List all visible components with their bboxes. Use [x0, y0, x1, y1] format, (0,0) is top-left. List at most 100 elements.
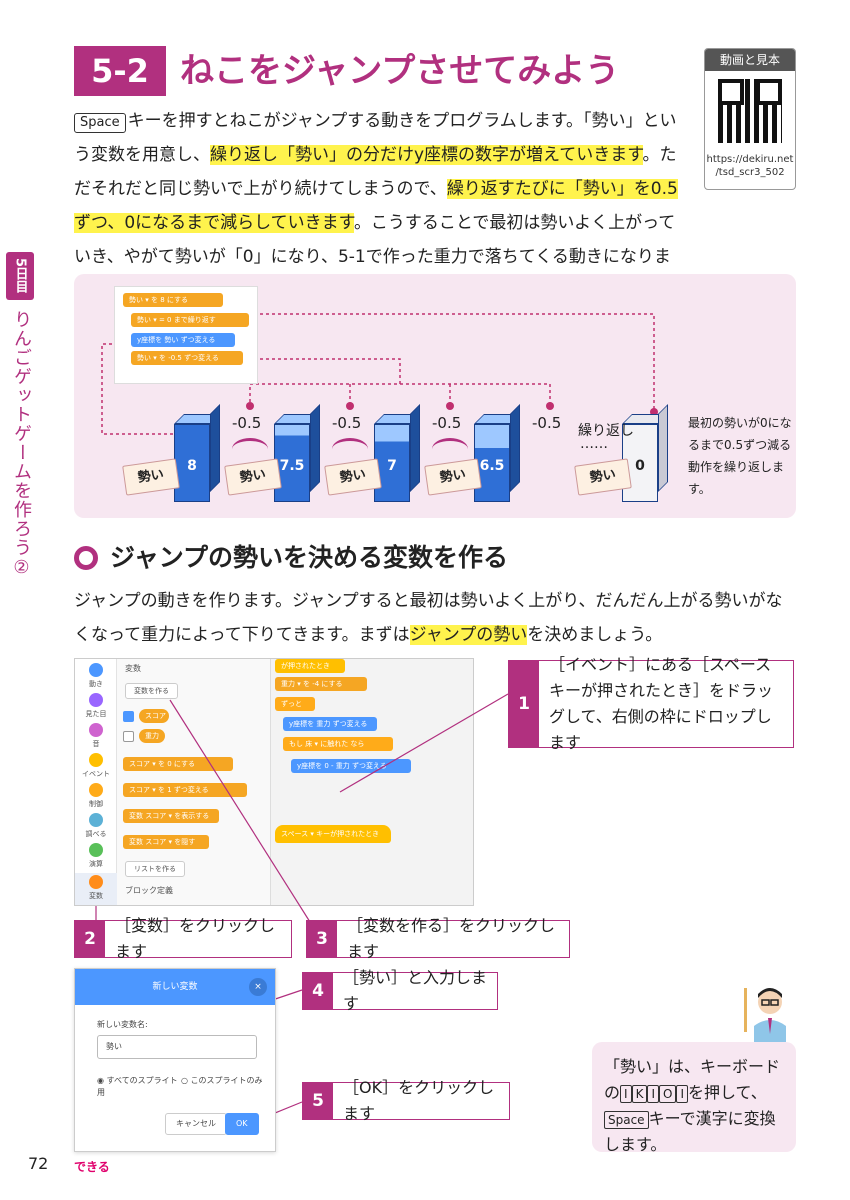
block-show-variable[interactable]: 変数 スコア ▾ を表示する: [123, 809, 219, 823]
tip-text-2: を押して、: [687, 1083, 767, 1102]
step-text: ［変数］をクリックします: [115, 916, 276, 961]
category-sound[interactable]: 音: [75, 723, 117, 749]
bar-7: 7: [374, 404, 420, 502]
category-control[interactable]: 制御: [75, 783, 117, 809]
block-palette: 変数 変数を作る スコア 重力 スコア ▾ を 0 にする スコア ▾ を 1 …: [117, 659, 271, 905]
space-key-icon: Space: [74, 113, 126, 133]
variable-name-label: 新しい変数名:: [97, 1020, 148, 1029]
var-gravity[interactable]: 重力: [139, 729, 165, 743]
dialog-title: 新しい変数: [152, 982, 198, 992]
step-number: 3: [307, 921, 337, 957]
intro-highlight-1: 繰り返し「勢い」の分だけy座標の数字が増えていきます: [210, 145, 643, 165]
code-block-ychange: y座標を 勢い ずつ変える: [131, 333, 235, 347]
script-if-touching[interactable]: もし 床 ▾ に触れた なら: [283, 737, 393, 751]
new-variable-dialog: 新しい変数 × 新しい変数名: 勢い ◉ すべてのスプライト用 ○ このスプライ…: [74, 968, 276, 1152]
code-block-set: 勢い ▾ を 8 にする: [123, 293, 223, 307]
bar-label: 0: [635, 458, 645, 474]
dialog-header: 新しい変数 ×: [75, 969, 275, 1005]
qr-box: 動画と見本 https://dekiru.net /tsd_scr3_502: [704, 48, 796, 190]
qr-url[interactable]: https://dekiru.net /tsd_scr3_502: [705, 153, 795, 179]
step-number: 1: [509, 661, 539, 747]
decrement-label: -0.5: [432, 414, 462, 432]
space-key-icon: Space: [604, 1111, 649, 1129]
subsection-text-1: ジャンプの動きを作ります。ジャンプすると最初は勢いよく上がり、だんだん上がる勢い…: [74, 591, 783, 645]
step-number: 4: [303, 973, 333, 1009]
script-flag-hat[interactable]: が押されたとき: [275, 659, 345, 673]
intro-text-3: 。こうすることで最初は勢いよく上がっていき、やがて勢いが「0」になり、5-1で作…: [74, 213, 676, 301]
diagram-note: 最初の勢いが0になるまで0.5ずつ減る動作を繰り返します。: [688, 416, 792, 496]
bar-label: 6.5: [479, 458, 505, 474]
close-icon[interactable]: ×: [249, 978, 267, 996]
category-operators[interactable]: 演算: [75, 843, 117, 869]
block-definition-heading: ブロック定義: [125, 886, 173, 895]
step-5: 5 ［OK］をクリックします: [302, 1078, 510, 1123]
qr-heading: 動画と見本: [705, 49, 795, 71]
gravity-checkbox[interactable]: [123, 731, 134, 742]
step-text: ［勢い］と入力します: [343, 968, 488, 1013]
brand-logo: できる: [74, 1160, 110, 1174]
radio-all-sprites[interactable]: ◉ すべてのスプライト用: [97, 1076, 178, 1097]
bar-label: 7.5: [279, 458, 305, 474]
palette-heading: 変数: [125, 664, 141, 673]
step-number: 2: [75, 921, 105, 957]
step-number: 5: [303, 1083, 333, 1119]
section-bullet-icon: [74, 546, 98, 570]
block-change-score[interactable]: スコア ▾ を 1 ずつ変える: [123, 783, 247, 797]
category-motion[interactable]: 動き: [75, 663, 117, 689]
arrow-arc-icon: [432, 438, 468, 460]
script-set-gravity[interactable]: 重力 ▾ を -4 にする: [275, 677, 367, 691]
tip-text-1: 「勢い」は、キーボードの: [604, 1057, 781, 1102]
var-score[interactable]: スコア: [139, 709, 169, 723]
make-variable-button[interactable]: 変数を作る: [125, 683, 178, 699]
decrement-label: -0.5: [532, 414, 562, 432]
step-text: ［OK］をクリックします: [343, 1078, 495, 1123]
arrow-arc-icon: [332, 438, 368, 460]
code-snippet: 勢い ▾ を 8 にする 勢い ▾ = 0 まで繰り返す y座標を 勢い ずつ変…: [114, 286, 258, 384]
subsection-text-2: を決めましょう。: [527, 625, 663, 645]
ok-button[interactable]: OK: [225, 1113, 259, 1135]
subsection-body: ジャンプの動きを作ります。ジャンプすると最初は勢いよく上がり、だんだん上がる勢い…: [74, 584, 796, 652]
make-list-button[interactable]: リストを作る: [125, 861, 185, 877]
intro-text-2: 。ただそれだと同じ勢いで上がり続けてしまうので、: [74, 145, 677, 199]
side-tab: 5日目 りんごゲットゲームを作ろう②: [6, 252, 40, 579]
step-3: 3 ［変数を作る］をクリックします: [306, 916, 570, 961]
block-hide-variable[interactable]: 変数 スコア ▾ を隠す: [123, 835, 209, 849]
key-o-icon: O: [658, 1085, 677, 1103]
script-y-change[interactable]: y座標を 重力 ずつ変える: [283, 717, 377, 731]
qr-code-icon: [718, 79, 782, 143]
category-sensing[interactable]: 調べる: [75, 813, 117, 839]
section-number-badge: 5-2: [74, 46, 166, 96]
qr-url-line2[interactable]: /tsd_scr3_502: [715, 167, 785, 178]
bar-8: 8: [174, 404, 220, 502]
radio-this-sprite[interactable]: ○ このスプライトのみ: [181, 1076, 263, 1085]
tip-text-3: キーで漢字に変換します。: [604, 1109, 776, 1154]
subsection-highlight: ジャンプの勢い: [409, 625, 528, 645]
section-title: ねこをジャンプさせてみよう: [180, 51, 620, 91]
category-looks[interactable]: 見た目: [75, 693, 117, 719]
category-variables[interactable]: 変数: [75, 873, 117, 905]
qr-url-line1[interactable]: https://dekiru.net: [706, 154, 794, 165]
step-2: 2 ［変数］をクリックします: [74, 916, 292, 961]
block-set-score[interactable]: スコア ▾ を 0 にする: [123, 757, 233, 771]
step-text: ［イベント］にある［スペースキーが押されたとき］をドラッグして、右側の枠にドロッ…: [549, 655, 774, 752]
key-i-icon: I: [620, 1085, 632, 1103]
side-tab-chapter: りんごゲットゲームを作ろう②: [11, 310, 32, 579]
bar-label: 7: [387, 458, 397, 474]
arrow-arc-icon: [232, 438, 268, 460]
teacher-icon: [744, 988, 786, 1046]
script-space-key-hat[interactable]: スペース ▾ キーが押されたとき: [275, 825, 391, 843]
cancel-button[interactable]: キャンセル: [165, 1113, 227, 1135]
step-4: 4 ［勢い］と入力します: [302, 968, 498, 1013]
intro-text-1: キーを押すとねこがジャンプする動きをプログラムします。「勢い」という変数を用意し…: [74, 111, 677, 165]
variable-name-input[interactable]: 勢い: [97, 1035, 257, 1059]
script-area[interactable]: が押されたとき 重力 ▾ を -4 にする ずっと y座標を 重力 ずつ変える …: [271, 659, 473, 905]
score-checkbox[interactable]: [123, 711, 134, 722]
category-events[interactable]: イベント: [75, 753, 117, 779]
key-k-icon: K: [631, 1085, 648, 1103]
script-y-reset[interactable]: y座標を 0 - 重力 ずつ変える: [291, 759, 411, 773]
script-forever[interactable]: ずっと: [275, 697, 315, 711]
step-1: 1 ［イベント］にある［スペースキーが押されたとき］をドラッグして、右側の枠にド…: [508, 655, 794, 752]
repeat-label: 繰り返し: [578, 423, 634, 439]
